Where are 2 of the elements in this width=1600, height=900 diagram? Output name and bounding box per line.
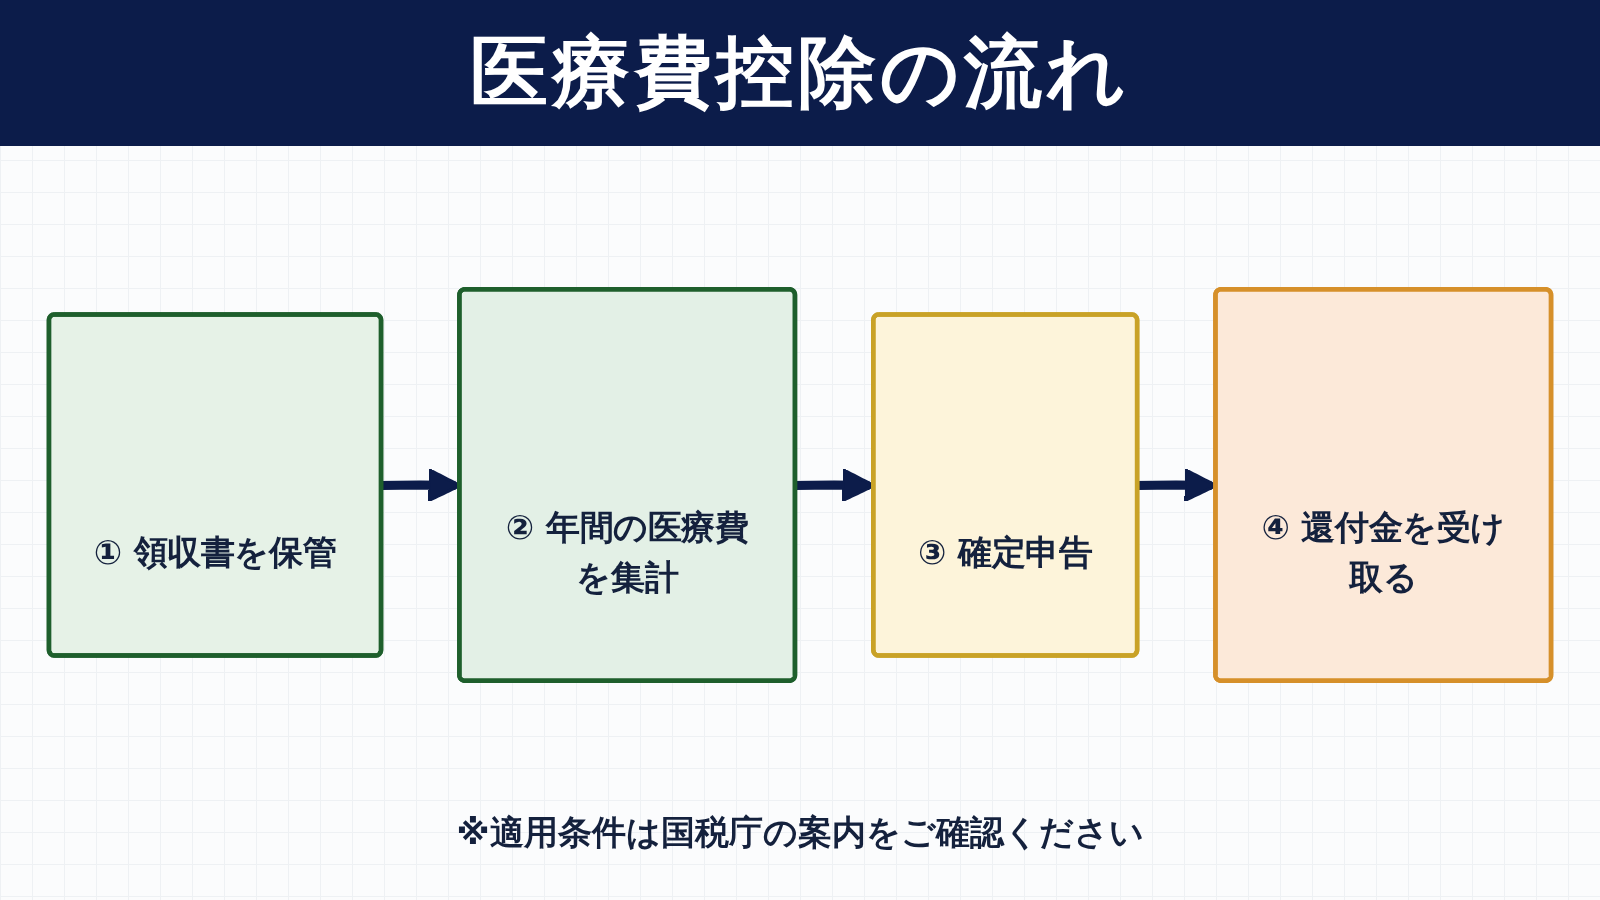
caption-note: ※適用条件は国税庁の案内をご確認ください	[456, 812, 1144, 852]
title: 医療費控除の流れ	[470, 27, 1130, 117]
